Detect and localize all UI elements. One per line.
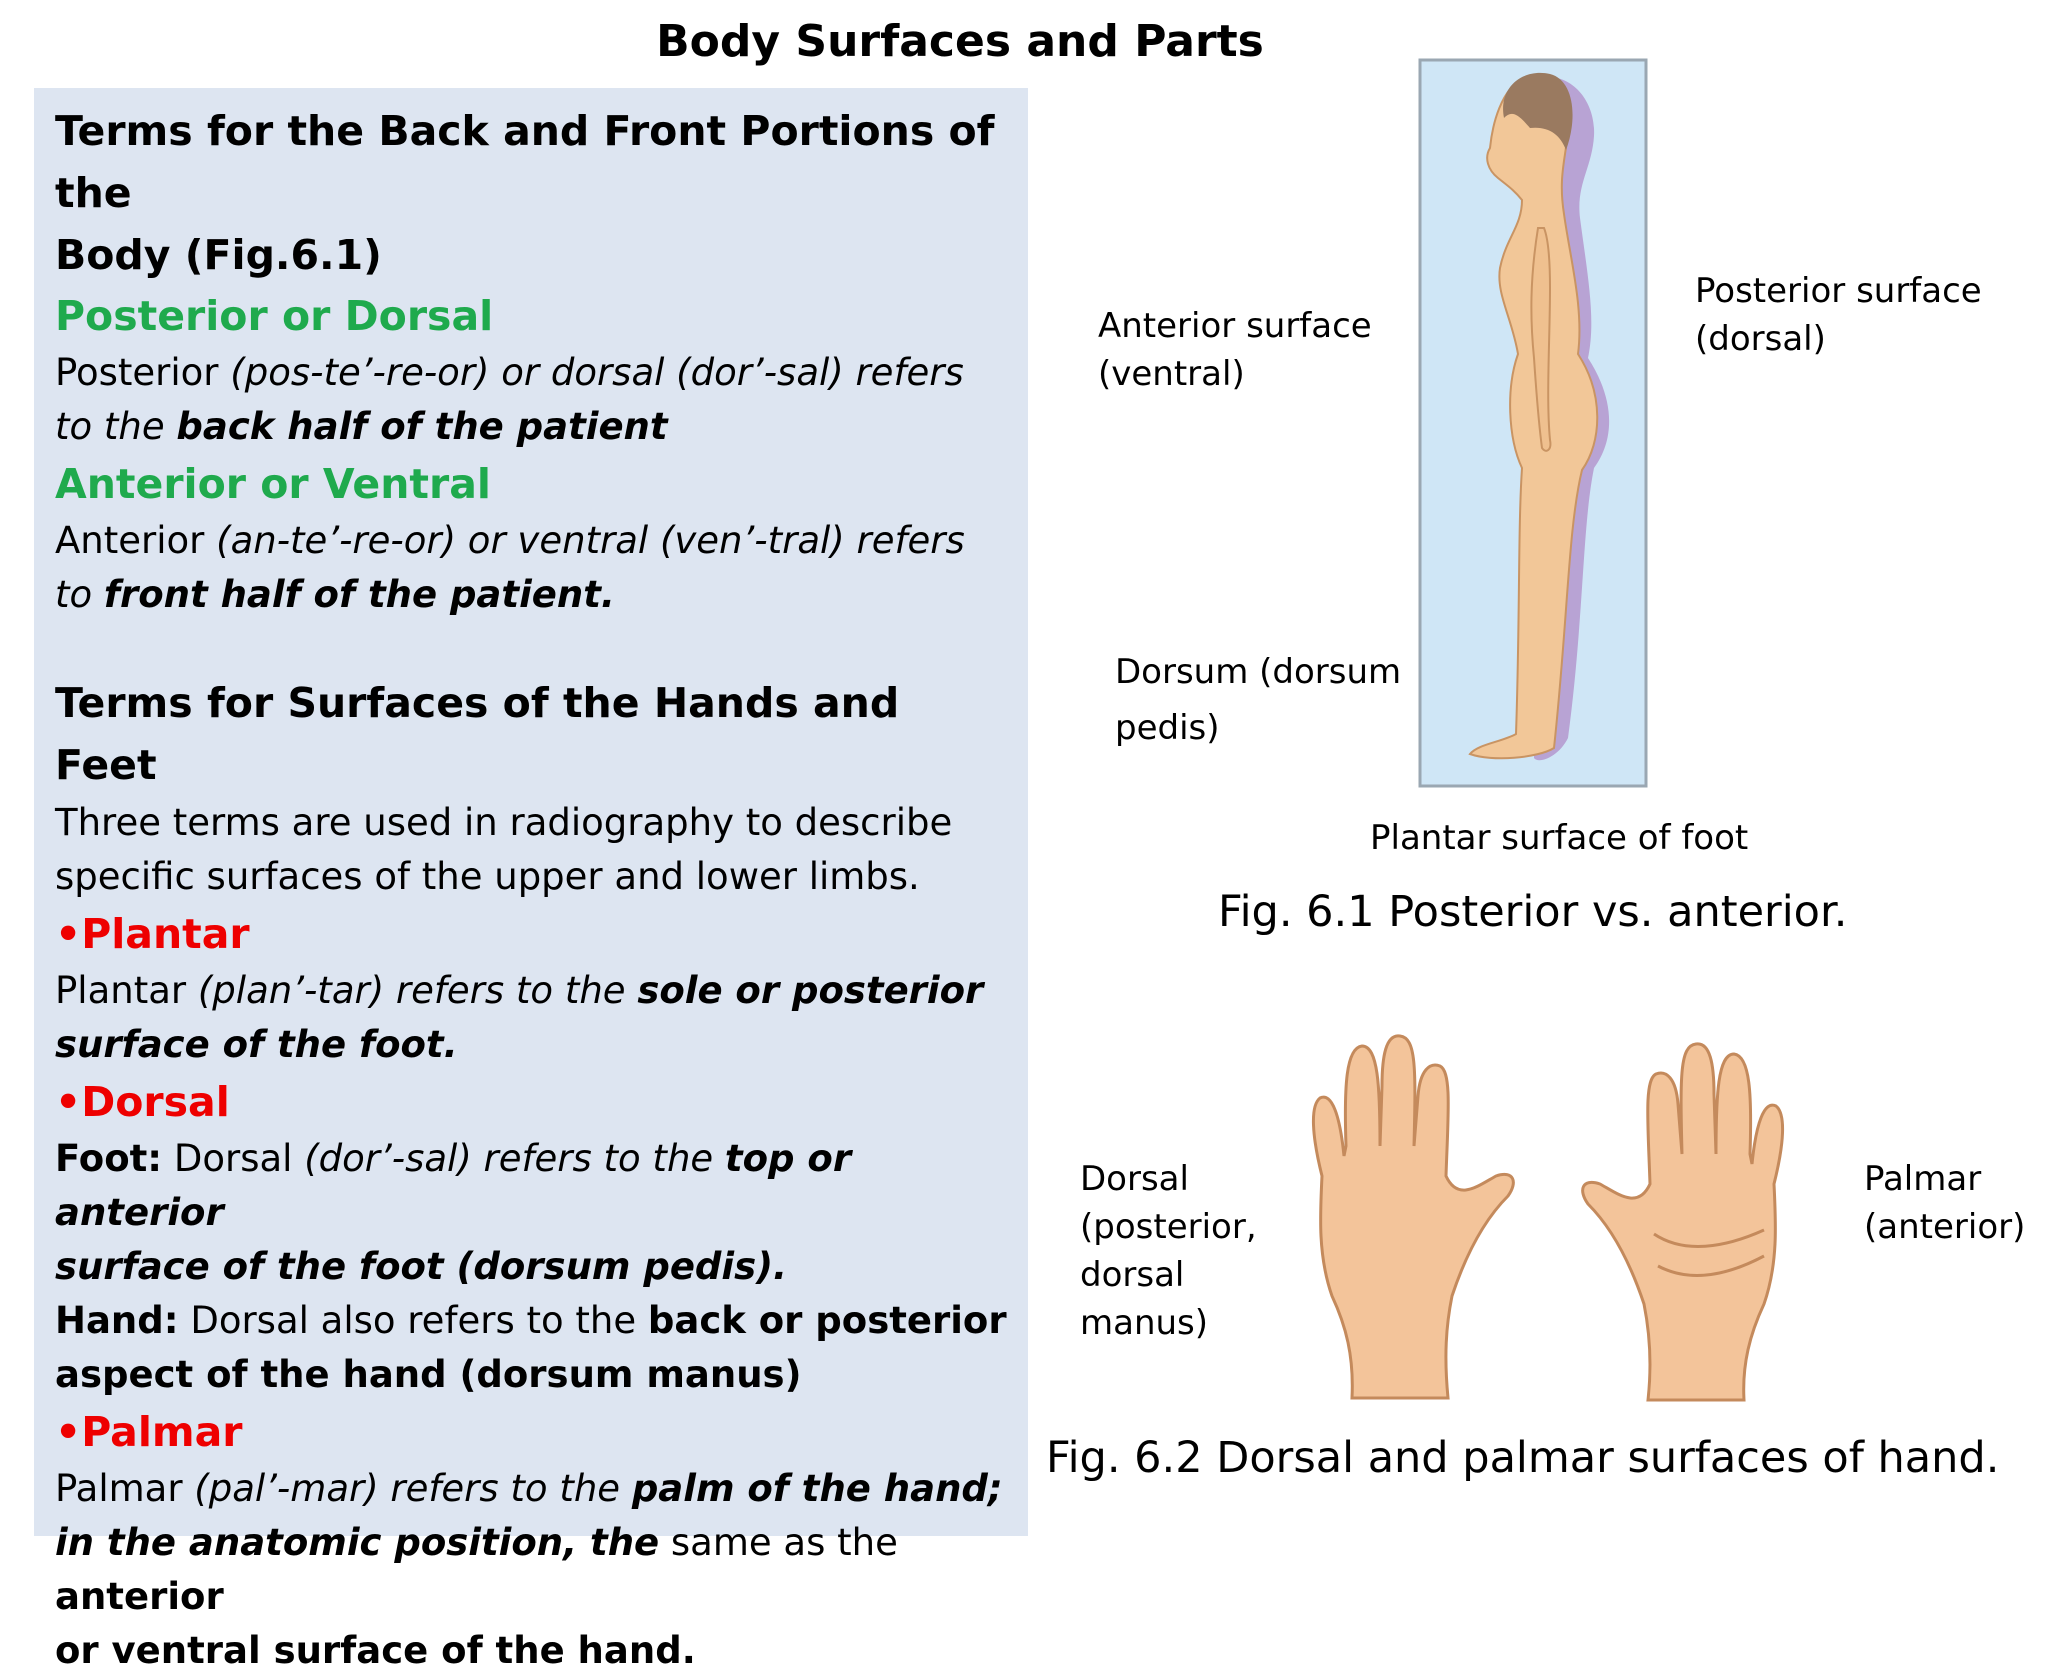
text-panel: Terms for the Back and Front Portions of… [34, 88, 1028, 1672]
body-silhouette [1468, 74, 1599, 760]
figure2-caption: Fig. 6.2 Dorsal and palmar surfaces of h… [1046, 1433, 2000, 1483]
posterior-heading: Posterior or Dorsal [55, 292, 494, 340]
page-title: Body Surfaces and Parts [656, 16, 1264, 67]
dorsal-definition: Foot: Dorsal (dor’-sal) refers to the to… [55, 1137, 1007, 1396]
plantar-definition: Plantar (plan’-tar) refers to the sole o… [55, 969, 984, 1066]
heading-hands-feet: Terms for Surfaces of the Hands and Feet [55, 679, 900, 789]
palm-crease [1657, 1254, 1765, 1277]
label-anterior-surface: Anterior surface (ventral) [1098, 306, 1372, 394]
palmar-definition: Palmar (pal’-mar) refers to the palm of … [55, 1467, 1003, 1672]
dorsal-hand-figure [1312, 1034, 1515, 1400]
label-plantar-surface: Plantar surface of foot [1370, 818, 1749, 858]
label-dorsum-pedis: Dorsum (dorsum pedis) [1115, 652, 1402, 748]
palm-crease [1653, 1228, 1765, 1248]
arm [1530, 227, 1552, 452]
posterior-definition: Posterior (pos-te’-re-or) or dorsal (dor… [55, 351, 964, 448]
intro-text: Three terms are used in radiography to d… [55, 801, 953, 898]
palmar-hand-figure [1581, 1042, 1784, 1402]
anterior-heading: Anterior or Ventral [55, 460, 491, 508]
dorsal-hand-shape [1312, 1034, 1515, 1400]
label-palmar-hand: Palmar (anterior) [1864, 1159, 2026, 1247]
dorsal-heading: •Dorsal [55, 1078, 230, 1126]
body-profile-figure [1418, 58, 1648, 788]
label-dorsal-hand: Dorsal (posterior, dorsal manus) [1080, 1159, 1257, 1343]
figure1-caption: Fig. 6.1 Posterior vs. anterior. [1218, 887, 1848, 937]
palmar-heading: •Palmar [55, 1408, 243, 1456]
label-posterior-surface: Posterior surface (dorsal) [1695, 271, 1982, 359]
heading-back-front: Terms for the Back and Front Portions of… [55, 107, 995, 279]
plantar-heading: •Plantar [55, 910, 250, 958]
panel-content: Terms for the Back and Front Portions of… [55, 100, 1015, 1678]
hair [1503, 72, 1573, 150]
anterior-definition: Anterior (an-te’-re-or) or ventral (ven’… [55, 519, 965, 616]
palmar-hand-shape [1581, 1042, 1784, 1402]
